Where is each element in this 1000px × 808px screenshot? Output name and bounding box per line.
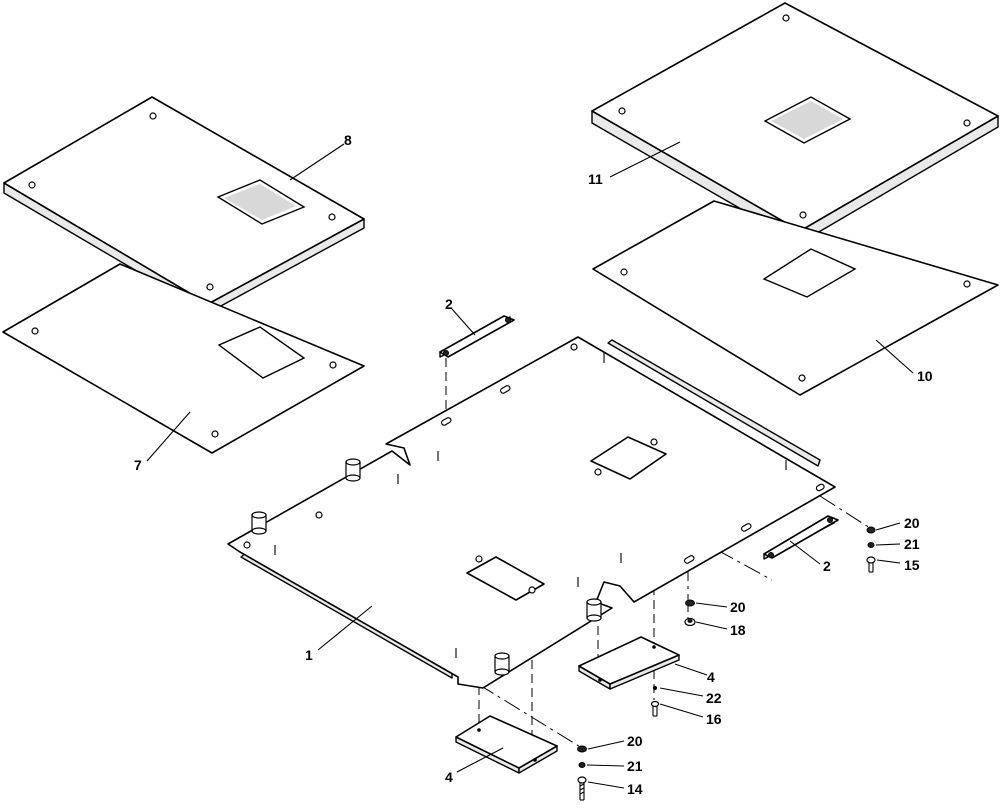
washer-20-right	[866, 526, 876, 534]
bracket-2-right	[763, 515, 839, 560]
standoff-post	[494, 652, 510, 676]
callout-11: 11	[588, 171, 603, 187]
screw-16	[650, 700, 660, 717]
callout-16: 16	[706, 711, 722, 727]
callout-2-right: 2	[823, 558, 831, 574]
callout-7: 7	[134, 457, 142, 473]
cover-plate-4-bottom	[455, 715, 558, 774]
callout-20-bottom: 20	[627, 733, 643, 749]
callout-1: 1	[305, 647, 313, 663]
callout-21-right: 21	[904, 536, 920, 552]
standoff-post	[586, 598, 602, 622]
cover-plate-4-right	[578, 636, 680, 690]
washer-20-bottom	[577, 745, 587, 753]
callout-14: 14	[627, 781, 643, 797]
callout-10: 10	[917, 368, 933, 384]
callout-4-right: 4	[707, 669, 715, 685]
callout-2-top: 2	[445, 296, 453, 312]
plate-7	[2, 263, 365, 454]
screw-15	[866, 556, 876, 573]
standoff-post	[345, 458, 361, 482]
washer-22	[653, 686, 657, 690]
callout-20-mid: 20	[730, 599, 746, 615]
hardware	[577, 526, 876, 801]
callout-20-right: 20	[904, 515, 920, 531]
washer-20-mid	[685, 599, 695, 607]
callout-18: 18	[730, 622, 746, 638]
leader-lines	[146, 141, 914, 789]
lockwasher-21-right	[867, 542, 875, 548]
plate-8	[3, 96, 365, 314]
bracket-2-top	[439, 315, 515, 358]
tick-marks	[274, 353, 787, 658]
nut-18	[684, 617, 696, 627]
plate-11	[591, 2, 999, 244]
standoff-posts	[251, 458, 602, 676]
callout-22: 22	[706, 690, 722, 706]
base-plate-1	[227, 336, 836, 689]
standoff-post	[251, 511, 267, 535]
plate-10	[592, 200, 999, 396]
screw-14	[577, 776, 587, 801]
callout-21-bottom: 21	[627, 758, 643, 774]
callout-15: 15	[904, 557, 920, 573]
callout-8: 8	[344, 132, 352, 148]
lockwasher-21-bottom	[578, 762, 586, 768]
callout-4-bottom: 4	[445, 769, 453, 785]
slots	[440, 385, 825, 564]
callout-labels: 8 11 7 10 2 2 1 4 4 20 21 15 20 18 22 16…	[134, 132, 933, 797]
